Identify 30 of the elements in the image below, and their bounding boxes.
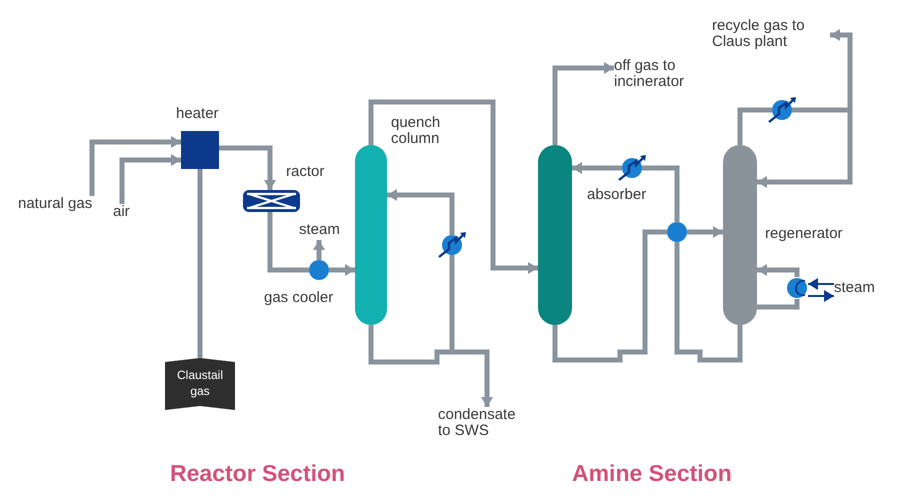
pipe-arrow — [329, 264, 355, 276]
steam-line — [808, 290, 834, 302]
pipe-arrow — [368, 100, 538, 274]
section-title: Amine Section — [572, 460, 732, 487]
stream-label: off gas to incinerator — [614, 58, 686, 90]
pipe-arrow — [552, 62, 614, 145]
source-label: Claustail gas — [176, 368, 224, 400]
stream-label: natural gas — [18, 196, 94, 212]
equipment-label: ractor — [286, 164, 326, 180]
steam-line — [808, 278, 834, 290]
section-title: Reactor Section — [170, 460, 346, 487]
pipe-arrow — [757, 264, 800, 277]
pipe-arrow — [387, 189, 454, 235]
stream-label: air — [113, 204, 131, 220]
stream-label: steam — [299, 222, 341, 238]
pipe-arrow — [90, 136, 181, 196]
equipment-label: quench column — [391, 115, 442, 146]
stream-label: recycle gas to Claus plant — [712, 18, 806, 50]
equipment-label: gas cooler — [264, 290, 334, 306]
equipment-label: absorber — [587, 187, 648, 203]
equipment-label: heater — [176, 106, 220, 122]
pipe-arrow — [313, 240, 325, 260]
pipe-arrow — [120, 154, 181, 204]
stream-label: steam — [834, 280, 876, 296]
pipe-arrow — [687, 226, 723, 238]
pipe-arrow — [572, 162, 622, 174]
pipe-arrow — [219, 146, 276, 190]
equipment-label: regenerator — [765, 226, 844, 242]
pipe-arrow — [738, 108, 772, 145]
stream-label: condensate to SWS — [438, 407, 517, 438]
